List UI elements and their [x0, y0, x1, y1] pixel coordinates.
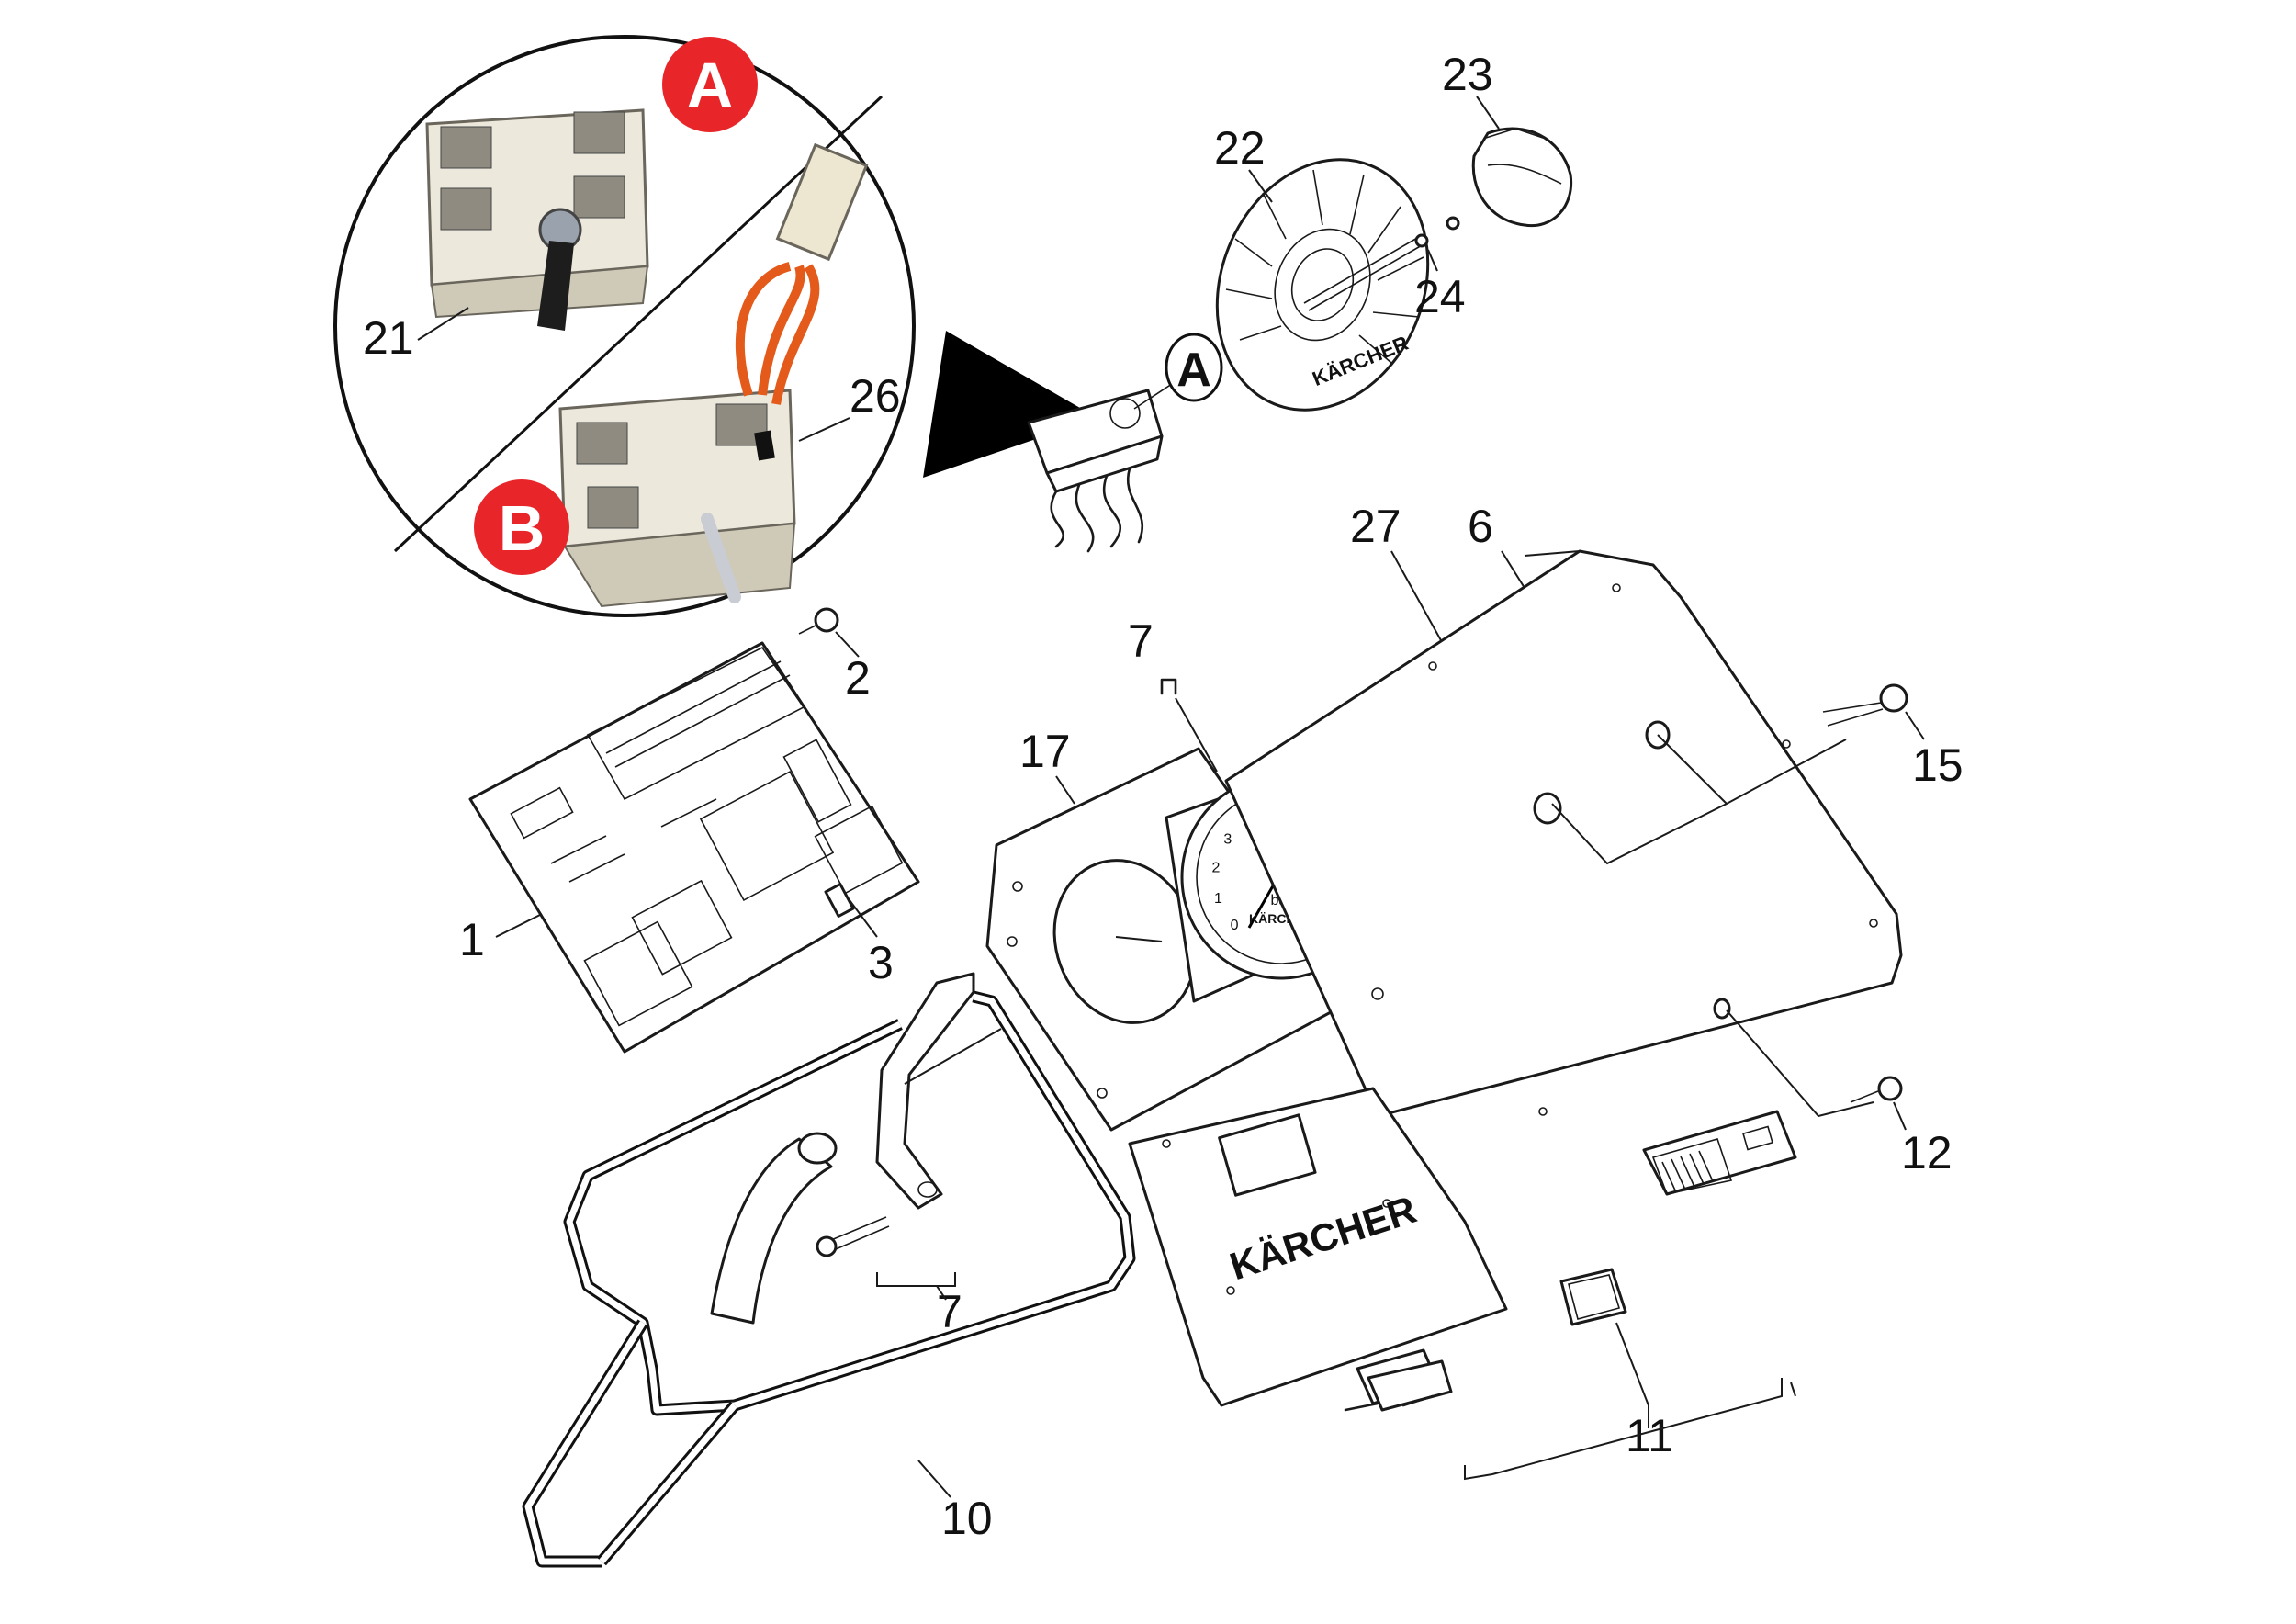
bracket-clip [875, 972, 975, 1210]
gauge-tick-label: 3 [1223, 832, 1232, 848]
knob-23 [1471, 127, 1573, 228]
svg-text:B: B [499, 492, 546, 564]
callout-1: 1 [459, 914, 485, 965]
gauge-tick-label: 1 [1214, 891, 1222, 907]
hose [710, 1132, 838, 1325]
switch-21 [425, 108, 649, 331]
callout-10: 10 [941, 1493, 993, 1544]
callout-17: 17 [1019, 726, 1071, 777]
variant-a-badge [662, 37, 758, 132]
screw-15 [1822, 683, 1908, 727]
fuse-3 [824, 883, 855, 918]
gauge-tick-label: 0 [1231, 918, 1239, 933]
dial-plate-22: KÄRCHER [1215, 158, 1430, 412]
switch-26 [558, 142, 869, 608]
svg-text:A: A [687, 50, 734, 121]
bracket-7-top [1160, 678, 1218, 773]
callout-6: 6 [1468, 501, 1493, 552]
inset-divider [393, 95, 884, 553]
inset-pointer [923, 331, 1097, 478]
callout-2: 2 [845, 652, 871, 704]
front-panel: KÄRCHER [1128, 1087, 1508, 1407]
callout-24: 24 [1414, 271, 1466, 322]
screw-12 [1850, 1076, 1903, 1103]
selector-switch [1027, 378, 1181, 553]
control-panel-6 [1224, 549, 1903, 1118]
gauge-tick-label: 2 [1211, 861, 1220, 876]
callout-7-top: 7 [1128, 615, 1154, 667]
callout-3: 3 [868, 937, 894, 988]
variant-b-badge [474, 479, 569, 575]
callout-27: 27 [1350, 501, 1401, 552]
switch-group-11 [1344, 1110, 1797, 1412]
circuit-board-1 [468, 641, 920, 1054]
ref-a-switch [1165, 333, 1223, 402]
callout-21: 21 [363, 312, 414, 364]
screw-2 [798, 607, 839, 635]
callout-12: 12 [1901, 1127, 1953, 1179]
svg-text:A: A [1176, 344, 1211, 397]
callout-26: 26 [850, 370, 901, 422]
retaining-band-10 [522, 990, 1136, 1568]
variant-inset: 21 26 A B [333, 35, 1097, 617]
screw-24 [1303, 216, 1460, 311]
screw-7-lower [816, 1216, 890, 1257]
callout-15: 15 [1912, 739, 1964, 791]
callout-23: 23 [1442, 49, 1493, 100]
callout-22: 22 [1214, 122, 1266, 174]
